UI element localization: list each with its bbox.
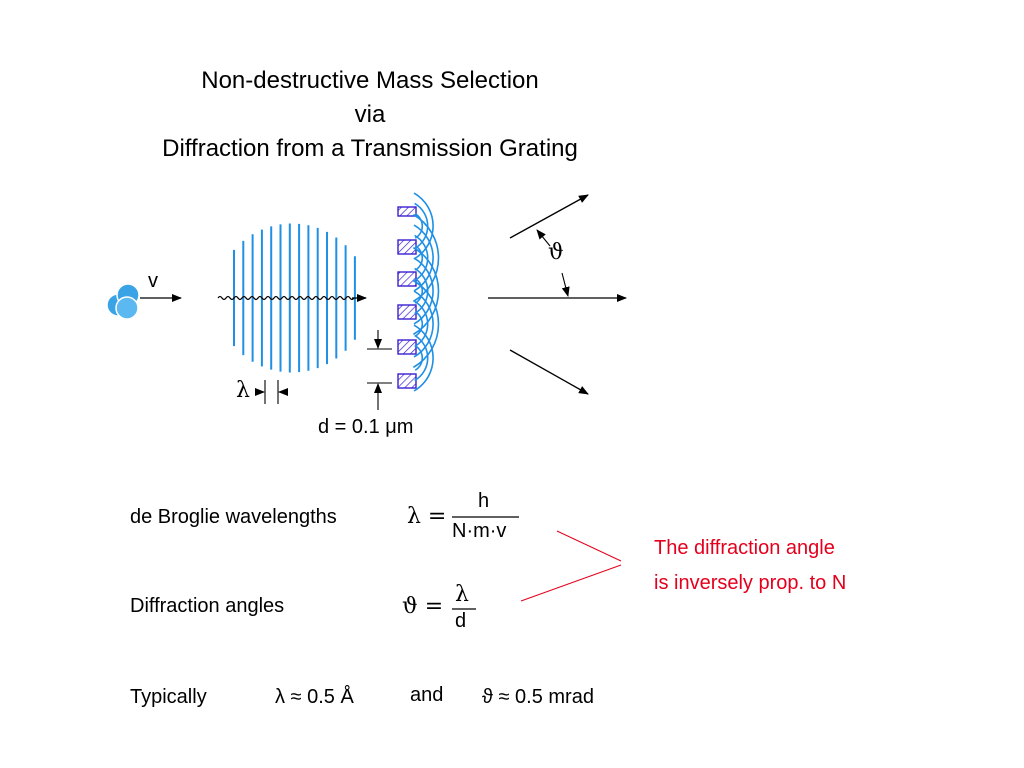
title-line-1: Non-destructive Mass Selection — [201, 67, 539, 94]
velocity-label: v — [148, 270, 158, 292]
diffraction-denominator: d — [455, 610, 467, 632]
title-line-2: via — [354, 101, 386, 128]
annotation-pointer-upper — [556, 530, 622, 562]
lambda-label: λ — [236, 378, 250, 403]
slide-title: Non-destructive Mass Selection via Diffr… — [70, 64, 670, 166]
grating-spacing-label: d = 0.1 μm — [318, 416, 414, 438]
angle-label: ϑ — [548, 240, 564, 265]
annotation-pointer-lower — [520, 564, 622, 602]
annotation-note: The diffraction angle is inversely prop.… — [654, 531, 846, 601]
wavelet-arc — [413, 257, 434, 325]
diffraction-label: Diffraction angles — [130, 595, 285, 617]
debroglie-denominator: N·m·v — [452, 520, 507, 542]
angle-arrow-lower — [561, 272, 570, 297]
wavelet-arc — [413, 290, 434, 358]
wavelet-arc — [414, 213, 424, 239]
annotation-line-2: is inversely prop. to N — [654, 572, 847, 594]
wavelet-arc — [414, 334, 429, 382]
typical-lambda-value: λ ≈ 0.5 Å — [275, 686, 354, 708]
and-label: and — [410, 684, 444, 706]
grating-bar — [397, 206, 417, 217]
title-line-3: Diffraction from a Transmission Grating — [162, 135, 578, 162]
wavy-propagation-line — [217, 295, 355, 301]
grating-bar — [397, 304, 417, 320]
upper-diffracted-beam — [509, 194, 589, 239]
wavelet-arc — [414, 278, 424, 304]
annotation-line-1: The diffraction angle — [654, 537, 835, 559]
grating-bar — [397, 271, 417, 287]
typically-label: Typically — [130, 686, 207, 708]
wavelet-arc — [414, 267, 429, 315]
grating-bar — [397, 339, 417, 355]
lower-diffracted-beam — [509, 349, 589, 395]
wavelet-arc — [414, 234, 429, 282]
molecule-icon — [106, 283, 140, 320]
diffraction-lhs: ϑ = — [402, 594, 444, 619]
wavelet-arc — [412, 279, 440, 369]
wavelet-arc — [414, 245, 424, 271]
angle-arrow-upper — [536, 229, 551, 247]
debroglie-numerator: h — [478, 490, 490, 512]
wavelet-arc — [413, 324, 434, 392]
diffracted-wavelets — [412, 192, 440, 392]
wavelet-arc — [414, 311, 424, 337]
wavelet-arc — [412, 213, 440, 303]
grating-bar — [397, 373, 417, 389]
debroglie-lhs: λ = — [407, 504, 447, 529]
wavelet-arc — [414, 300, 429, 348]
transmission-grating — [397, 206, 417, 389]
grating-bar — [397, 239, 417, 255]
diffraction-numerator: λ — [455, 582, 469, 607]
debroglie-label: de Broglie wavelengths — [130, 506, 337, 528]
typical-theta-value: ϑ ≈ 0.5 mrad — [482, 686, 594, 708]
wavelet-arc — [414, 345, 424, 371]
wavelet-arc — [412, 246, 440, 336]
